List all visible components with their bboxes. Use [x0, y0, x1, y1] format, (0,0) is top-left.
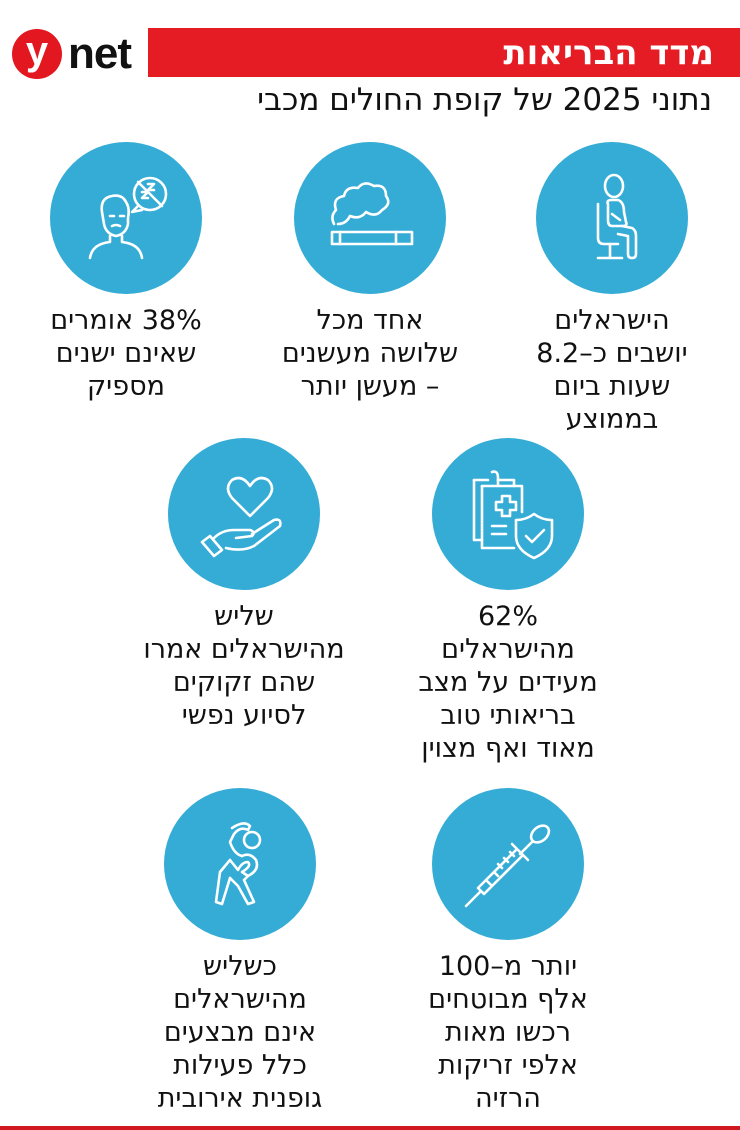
heart-in-hand-icon: [200, 476, 282, 558]
stat-mental-support: שליש מהישראלים אמרו שהם זקוקים לסיוע נפש…: [124, 438, 364, 732]
medical-report-shield-icon: [472, 470, 554, 560]
stat-text: שליש מהישראלים אמרו שהם זקוקים לסיוע נפש…: [143, 601, 345, 731]
syringe-icon: [464, 824, 551, 908]
title-banner: מדד הבריאות: [148, 28, 740, 77]
stat-text: 62% מהישראלים מעידים על מצב בריאותי טוב …: [418, 601, 598, 764]
stat-sleep: 38% אומרים שאינם ישנים מספיק: [6, 142, 246, 403]
page-subtitle: נתוני 2025 של קופת החולים מכבי: [257, 82, 712, 118]
stretching-person-icon: [214, 822, 262, 906]
stat-health-status: 62% מהישראלים מעידים על מצב בריאותי טוב …: [388, 438, 628, 765]
stat-physical-activity: כשליש מהישראלים אינם מבצעים כלל פעילות ג…: [120, 788, 360, 1115]
stat-text: יותר מ–100 אלף מבוטחים רכשו מאות אלפי זר…: [428, 951, 588, 1114]
stat-icon-circle: [294, 142, 446, 294]
stat-text: אחד מכל שלושה מעשנים – מעשן יותר: [281, 305, 459, 402]
page-title: מדד הבריאות: [503, 32, 714, 73]
stat-icon-circle: [432, 438, 584, 590]
stat-sitting-hours: הישראלים יושבים כ–8.2 שעות ביום בממוצע: [492, 142, 732, 436]
stat-text: הישראלים יושבים כ–8.2 שעות ביום בממוצע: [536, 305, 688, 435]
stat-text: 38% אומרים שאינם ישנים מספיק: [50, 305, 202, 402]
stat-weight-loss-injections: יותר מ–100 אלף מבוטחים רכשו מאות אלפי זר…: [388, 788, 628, 1115]
stat-text: כשליש מהישראלים אינם מבצעים כלל פעילות ג…: [157, 951, 323, 1114]
stat-smokers: אחד מכל שלושה מעשנים – מעשן יותר: [250, 142, 490, 403]
bottom-divider: [0, 1126, 740, 1130]
stat-icon-circle: [536, 142, 688, 294]
stat-icon-circle: [168, 438, 320, 590]
no-sleep-person-icon: [88, 176, 168, 260]
stat-icon-circle: [432, 788, 584, 940]
logo-word-net: net: [68, 29, 132, 78]
ynet-logo[interactable]: y net: [12, 28, 142, 80]
stat-icon-circle: [164, 788, 316, 940]
stat-icon-circle: [50, 142, 202, 294]
sitting-person-icon: [596, 173, 638, 260]
logo-circle-y: y: [12, 29, 62, 79]
cigarette-smoke-icon: [330, 182, 414, 246]
